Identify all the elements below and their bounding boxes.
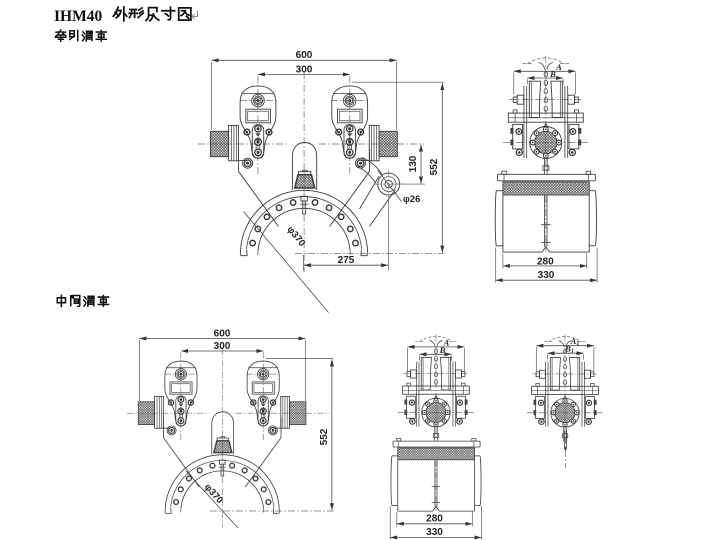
svg-text:130: 130 xyxy=(408,155,419,172)
svg-text:600: 600 xyxy=(214,329,231,340)
svg-text:280: 280 xyxy=(426,514,443,525)
svg-text:280: 280 xyxy=(537,257,554,268)
svg-text:275: 275 xyxy=(338,255,355,266)
svg-text:φ26: φ26 xyxy=(403,194,420,205)
svg-text:A: A xyxy=(443,337,450,347)
svg-text:B: B xyxy=(549,69,556,79)
svg-text:B: B xyxy=(439,345,446,355)
svg-text:330: 330 xyxy=(538,270,555,281)
svg-text:300: 300 xyxy=(296,64,313,75)
svg-text:330: 330 xyxy=(426,527,443,538)
svg-text:300: 300 xyxy=(214,341,231,352)
svg-text:552: 552 xyxy=(429,158,440,175)
svg-text:B1: B1 xyxy=(564,344,574,355)
svg-text:A: A xyxy=(555,62,562,72)
svg-text:A1: A1 xyxy=(570,336,580,347)
svg-text:552: 552 xyxy=(319,428,330,445)
svg-text:IHM40: IHM40 xyxy=(54,8,102,25)
svg-text:600: 600 xyxy=(296,50,313,61)
